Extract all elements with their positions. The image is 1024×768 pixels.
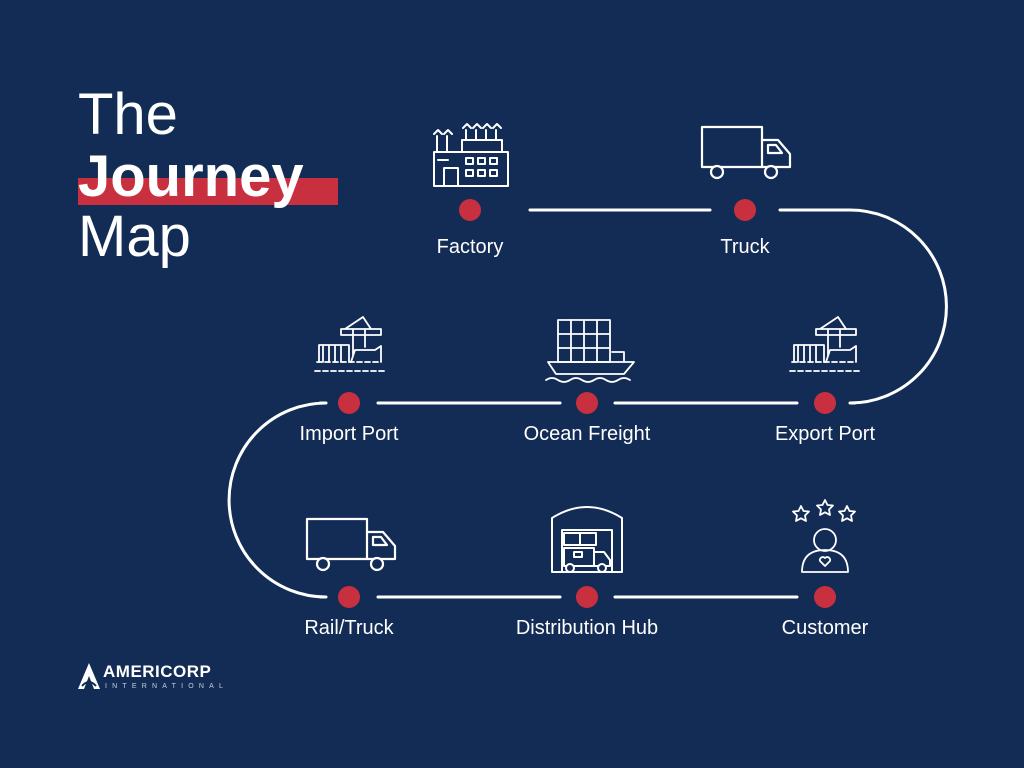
port-crane-icon-export [789, 316, 861, 372]
dot-customer [814, 586, 836, 608]
step-label-customer: Customer [781, 617, 869, 639]
truck-icon-rail [305, 517, 397, 572]
step-label-distribution-hub: Distribution Hub [515, 617, 659, 639]
truck-icon [700, 125, 792, 180]
dot-export-port [814, 392, 836, 414]
dot-rail-truck [338, 586, 360, 608]
logo-mark-icon [78, 663, 100, 689]
cargo-ship-icon [545, 319, 635, 383]
dot-factory [459, 199, 481, 221]
dot-distribution-hub [576, 586, 598, 608]
logo-name: AMERICORP [103, 662, 212, 681]
dot-ocean-freight [576, 392, 598, 414]
journey-path [227, 208, 948, 599]
title-line-1: The [78, 82, 178, 147]
step-dots [338, 199, 836, 608]
title-line-3: Map [78, 204, 191, 269]
step-label-factory: Factory [436, 236, 504, 258]
title-highlight-bar [78, 178, 338, 205]
port-crane-icon-import [314, 316, 386, 372]
step-label-export-port: Export Port [774, 423, 876, 445]
factory-icon [433, 123, 509, 187]
warehouse-icon [551, 506, 623, 573]
logo-subtitle: INTERNATIONAL [105, 683, 229, 690]
title-line-2: Journey [78, 144, 304, 209]
customer-rating-icon [792, 499, 856, 573]
step-label-ocean-freight: Ocean Freight [523, 423, 651, 445]
company-logo: AMERICORP INTERNATIONAL [77, 662, 223, 695]
dot-truck [734, 199, 756, 221]
step-label-rail-truck: Rail/Truck [304, 617, 394, 639]
dot-import-port [338, 392, 360, 414]
step-label-import-port: Import Port [299, 423, 399, 445]
step-label-truck: Truck [720, 236, 770, 258]
